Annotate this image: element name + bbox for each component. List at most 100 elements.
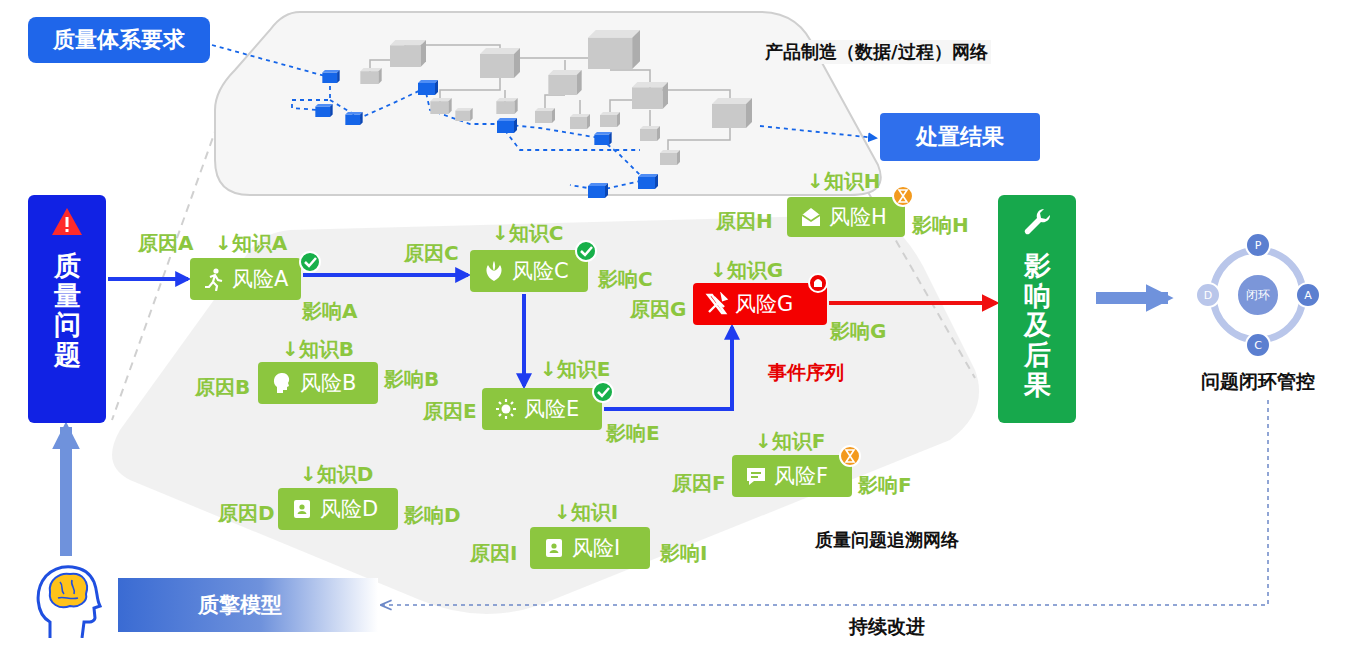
connector [522, 294, 526, 386]
side-text-holder: 原因B [195, 374, 250, 401]
side-text-holder: 影响F [858, 472, 912, 499]
loop-circle: P [1245, 232, 1271, 258]
loop-circle: D [1195, 282, 1221, 308]
node-text: 风险I [572, 534, 620, 562]
side-text-holder: 原因H [716, 208, 773, 235]
risk-box: 风险G原因G↓知识G影响G [693, 283, 827, 325]
risk-box: 风险F原因F↓知识F影响F [732, 455, 852, 497]
side-text-holder: ↓知识G [710, 257, 783, 284]
side-text-holder: 影响I [660, 540, 707, 567]
result-link [760, 126, 876, 138]
side-text-holder: 影响A [302, 298, 357, 325]
gray-cubes [360, 30, 752, 165]
process-box: 处置结果 [880, 113, 1040, 161]
side-text-holder: 原因E [423, 398, 477, 425]
impact-text: 影响G [830, 319, 886, 343]
cause-text: 原因G [630, 297, 686, 321]
side-text-holder: ↓知识E [540, 356, 610, 383]
warning-icon [50, 205, 84, 239]
impact-text: 影响B [384, 367, 439, 391]
impact-text: 影响H [912, 213, 969, 237]
side-text-holder: 影响B [384, 366, 439, 393]
side-text-holder: 影响D [404, 502, 461, 529]
node-text: 影响及后果 [1024, 251, 1051, 399]
side-text-holder: ↓知识H [807, 168, 881, 195]
impact-text: 影响D [404, 503, 461, 527]
risk-icon [542, 536, 566, 560]
risk-box: 风险H原因H↓知识H影响H [787, 197, 905, 237]
side-text-holder: ↓知识D [300, 461, 373, 488]
node-text: D [1204, 289, 1212, 302]
free-label: 事件序列 [768, 360, 844, 386]
node-text: 风险C [512, 257, 569, 285]
side-text-holder: ↓知识C [492, 220, 563, 247]
risk-icon [482, 259, 506, 283]
node-text: 风险D [320, 495, 378, 523]
node-text: 风险G [735, 290, 793, 318]
risk-box: 风险E原因E↓知识E影响E [482, 388, 602, 430]
risk-icon [744, 464, 768, 488]
risk-box: 风险B原因B↓知识B影响B [258, 362, 378, 404]
knowledge-text: ↓知识H [807, 169, 881, 193]
free-label: 质量问题追溯网络 [815, 528, 959, 552]
cause-text: 原因A [138, 231, 193, 255]
trace-plane [112, 215, 979, 614]
connector [1096, 292, 1168, 304]
blue-cubes [315, 70, 658, 198]
side-text-holder: 原因F [672, 470, 726, 497]
gradient-bar: 质擎模型 [118, 578, 378, 632]
heading-holder: 问题闭环管控 [1168, 369, 1348, 395]
brain-head-icon [30, 560, 106, 638]
loop-circle: C [1245, 332, 1271, 358]
risk-icon [290, 497, 314, 521]
side-text-holder: 影响E [606, 420, 660, 447]
cause-text: 原因E [423, 399, 477, 423]
impact-text: 影响E [606, 421, 660, 445]
process-trace [212, 45, 645, 190]
process-box: 质量体系要求 [28, 17, 210, 63]
node-text: 问题闭环管控 [1201, 370, 1315, 392]
side-text-holder: ↓知识B [282, 336, 354, 363]
risk-box: 风险I原因I↓知识I影响I [530, 527, 650, 569]
node-text: 风险A [232, 265, 288, 293]
node-text: 质擎模型 [198, 591, 282, 619]
side-text-holder: ↓知识A [215, 230, 287, 257]
closed-loop-ring: 问题闭环管控闭环PACD [1208, 245, 1308, 345]
node-text: 风险H [829, 203, 887, 231]
check-badge [300, 252, 320, 272]
free-label: 持续改进 [846, 614, 928, 640]
knowledge-text: ↓知识G [710, 258, 783, 282]
risk-icon [494, 397, 518, 421]
ring-stroke [1213, 250, 1303, 340]
node-text: 处置结果 [916, 122, 1004, 152]
connector [303, 273, 468, 277]
loop-circle: A [1295, 282, 1321, 308]
knowledge-text: ↓知识A [215, 231, 287, 255]
node-text: 风险E [524, 395, 579, 423]
node-text: 质量问题 [54, 251, 81, 370]
connector [829, 301, 996, 305]
risk-icon [705, 292, 729, 316]
knowledge-text: ↓知识I [554, 500, 618, 524]
risk-box: 风险C原因C↓知识C影响C [470, 250, 588, 292]
model-bar: 质擎模型 [30, 560, 378, 636]
impact-text: 影响I [660, 541, 707, 565]
side-text-holder: 原因D [218, 500, 275, 527]
wrench-icon [1020, 205, 1054, 239]
side-text-holder: 原因I [470, 540, 517, 567]
node-text: 闭环 [1246, 287, 1270, 304]
knowledge-text: ↓知识C [492, 221, 563, 245]
risk-icon [202, 267, 226, 291]
risk-box: 风险D原因D↓知识D影响D [278, 488, 398, 530]
side-text-holder: ↓知识I [554, 499, 618, 526]
connector [382, 400, 1268, 605]
risk-icon [799, 205, 823, 229]
side-text-holder: 影响H [912, 212, 969, 239]
connector [108, 277, 188, 281]
knowledge-text: ↓知识E [540, 357, 610, 381]
cause-text: 原因D [218, 501, 275, 525]
impact-text: 影响F [858, 473, 912, 497]
cause-text: 原因F [672, 471, 726, 495]
loop-circle: 闭环 [1236, 273, 1280, 317]
